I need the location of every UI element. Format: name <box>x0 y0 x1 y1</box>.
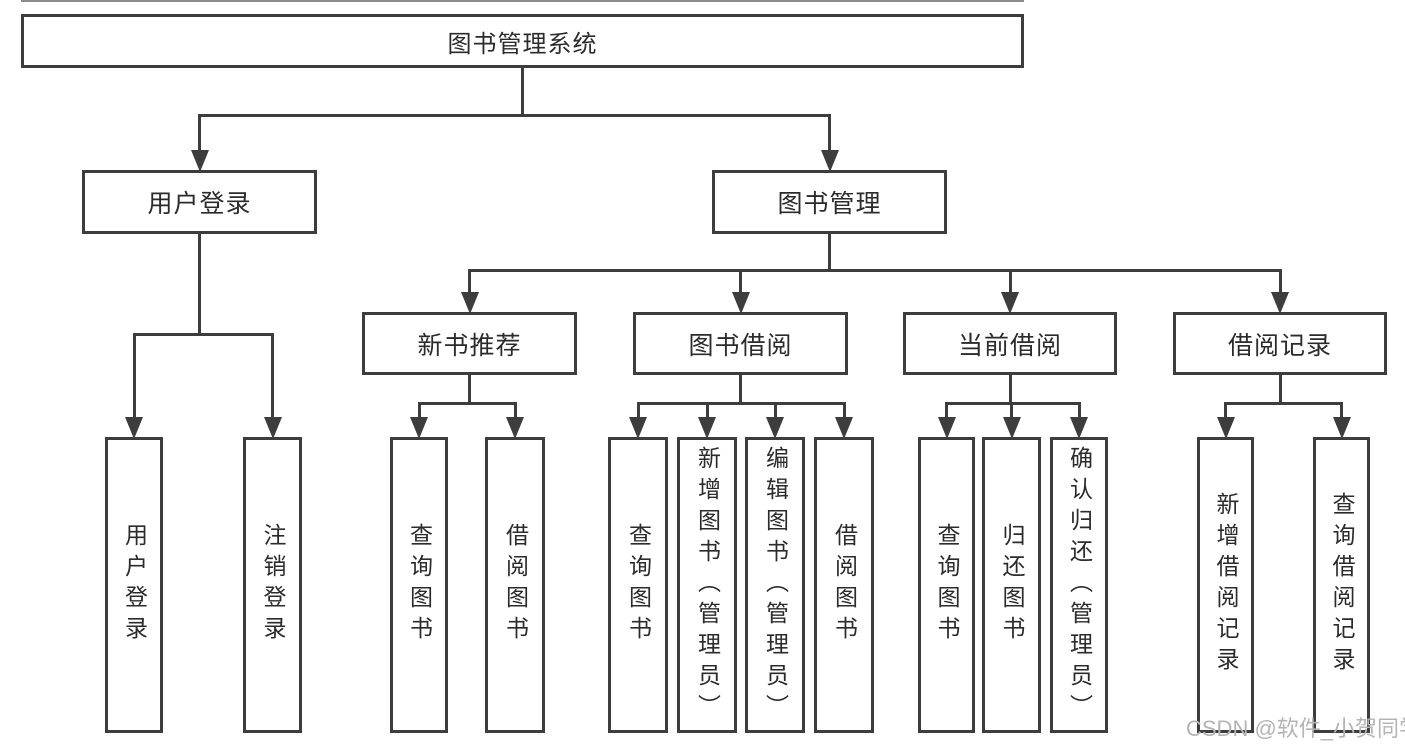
connector-line <box>739 269 742 294</box>
node-label-book-mgmt: 图书管理 <box>777 190 882 218</box>
connector-line <box>1224 402 1227 419</box>
node-label-new-book-rec: 新书推荐 <box>417 331 522 360</box>
node-leaf-edit-book: 编辑图书（管理员） <box>745 437 805 733</box>
node-new-book-rec: 新书推荐 <box>362 312 577 375</box>
node-leaf-query-book-1: 查询图书 <box>390 437 448 733</box>
node-leaf-add-book: 新增图书（管理员） <box>677 437 737 733</box>
node-label-leaf-borrow-book-1: 借阅图书 <box>502 523 529 647</box>
connector-line <box>1278 375 1282 405</box>
node-leaf-borrow-book-1: 借阅图书 <box>485 437 545 733</box>
node-leaf-confirm-return: 确认归还（管理员） <box>1050 437 1108 733</box>
connector-line <box>1278 269 1282 294</box>
arrowhead-down <box>460 292 479 314</box>
node-label-leaf-borrow-book-2: 借阅图书 <box>831 523 858 647</box>
node-leaf-add-record: 新增借阅记录 <box>1197 437 1254 733</box>
node-label-root: 图书管理系统 <box>447 30 598 58</box>
node-label-leaf-user-login: 用户登录 <box>121 523 148 647</box>
arrowhead-down <box>698 417 716 439</box>
connector-line <box>1010 402 1013 419</box>
node-borrow-records: 借阅记录 <box>1173 312 1387 375</box>
arrowhead-down <box>190 150 209 172</box>
connector-line <box>132 333 136 419</box>
connector-line <box>828 114 831 152</box>
arrowhead-down <box>125 417 143 439</box>
connector-line <box>521 68 524 117</box>
connector-line <box>417 402 517 405</box>
connector-line <box>198 234 201 336</box>
arrowhead-down <box>820 150 839 172</box>
node-label-current-borrow: 当前借阅 <box>957 331 1062 360</box>
arrowhead-down <box>410 417 428 439</box>
node-root: 图书管理系统 <box>21 14 1024 68</box>
arrowhead-down <box>629 417 647 439</box>
connector-line <box>132 333 274 336</box>
arrowhead-down <box>1271 292 1289 314</box>
connector-line <box>198 114 201 152</box>
node-user-login: 用户登录 <box>82 170 317 234</box>
connector-line <box>468 269 1282 272</box>
node-label-leaf-query-book-2: 查询图书 <box>625 523 652 647</box>
connector-line <box>1008 375 1012 405</box>
connector-line <box>636 402 640 419</box>
arrowhead-down <box>506 417 524 439</box>
arrowhead-down <box>1070 417 1088 439</box>
connector-line <box>705 402 709 419</box>
connector-line <box>636 402 846 405</box>
connector-line <box>468 375 471 405</box>
arrowhead-down <box>1001 292 1019 314</box>
node-label-book-borrow: 图书借阅 <box>688 331 793 360</box>
node-label-borrow-records: 借阅记录 <box>1227 331 1332 360</box>
connector-line <box>271 333 274 419</box>
node-book-mgmt: 图书管理 <box>712 170 947 234</box>
arrowhead-down <box>263 417 282 439</box>
node-leaf-query-record: 查询借阅记录 <box>1313 437 1370 733</box>
node-label-leaf-query-book-1: 查询图书 <box>406 523 433 647</box>
node-leaf-borrow-book-2: 借阅图书 <box>814 437 874 733</box>
connector-line <box>513 402 517 419</box>
connector-line <box>198 114 831 117</box>
arrowhead-down <box>766 417 784 439</box>
arrowhead-down <box>1216 417 1235 439</box>
arrowhead-down <box>1332 417 1351 439</box>
watermark: CSDN @软件_小贺同学 <box>1186 716 1405 741</box>
connector-line <box>468 269 471 294</box>
node-current-borrow: 当前借阅 <box>903 312 1117 375</box>
arrowhead-down <box>731 292 750 314</box>
connector-line <box>945 402 948 419</box>
node-label-leaf-return-book: 归还图书 <box>999 523 1025 647</box>
connector-line <box>417 402 421 419</box>
node-label-leaf-query-record: 查询借阅记录 <box>1329 492 1355 678</box>
node-label-leaf-edit-book: 编辑图书（管理员） <box>762 445 789 725</box>
connector-line <box>739 375 742 405</box>
node-label-user-login: 用户登录 <box>147 190 252 218</box>
node-label-leaf-query-book-3: 查询图书 <box>934 523 960 647</box>
top-edge-line <box>21 0 1024 2</box>
node-label-leaf-confirm-return: 确认归还（管理员） <box>1066 445 1093 725</box>
node-book-borrow: 图书借阅 <box>633 312 848 375</box>
node-leaf-return-book: 归还图书 <box>982 437 1041 733</box>
arrowhead-down <box>937 417 956 439</box>
node-leaf-user-login: 用户登录 <box>105 437 163 733</box>
node-leaf-query-book-3: 查询图书 <box>918 437 975 733</box>
connector-line <box>842 402 846 419</box>
connector-line <box>1077 402 1081 419</box>
node-label-leaf-add-book: 新增图书（管理员） <box>694 445 721 725</box>
connector-line <box>1340 402 1343 419</box>
connector-line <box>1008 269 1012 294</box>
arrowhead-down <box>835 417 853 439</box>
connector-line <box>828 234 831 272</box>
node-leaf-logout: 注销登录 <box>243 437 302 733</box>
connector-line <box>1224 402 1343 405</box>
node-label-leaf-add-record: 新增借阅记录 <box>1213 492 1239 678</box>
node-leaf-query-book-2: 查询图书 <box>608 437 668 733</box>
node-label-leaf-logout: 注销登录 <box>260 523 286 647</box>
arrowhead-down <box>1002 417 1021 439</box>
connector-line <box>773 402 777 419</box>
